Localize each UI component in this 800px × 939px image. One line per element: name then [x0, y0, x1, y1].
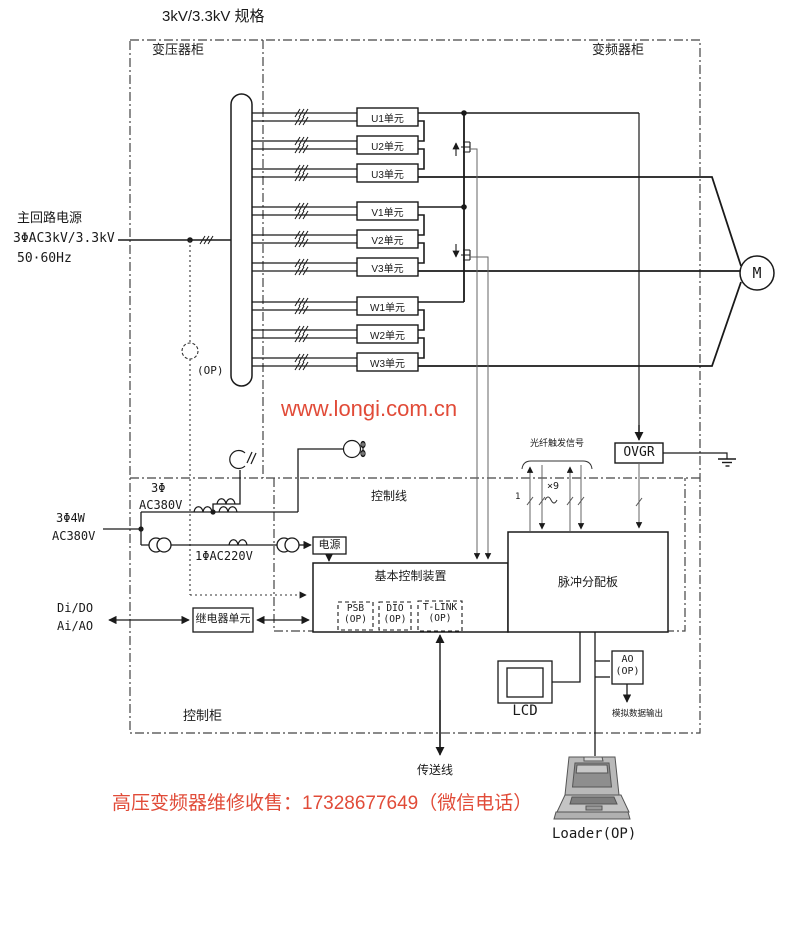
motor-label: M: [752, 263, 762, 282]
watermark: www.longi.com.cn: [281, 396, 458, 421]
ground-symbol: [718, 458, 736, 467]
motor-symbol: [739, 255, 775, 291]
unit-w1: W1单元: [370, 302, 405, 314]
psb-option: PSB(OP): [344, 603, 367, 625]
lcd-label: LCD: [512, 703, 538, 720]
ovgr-label: OVGR: [623, 444, 655, 460]
dio-option: DIO(OP): [383, 603, 407, 625]
di-do-label: Di/DO: [57, 601, 94, 615]
control-cabinet-label: 控制柜: [183, 708, 223, 723]
relay-unit-label: 继电器单元: [195, 613, 251, 626]
main-power-rating: 3ΦAC3kV/3.3kV: [13, 231, 115, 246]
ovgr-branch: [614, 113, 736, 529]
transfer-line-label: 传送线: [417, 763, 454, 777]
transformer-cabinet-label: 变压器柜: [152, 42, 205, 57]
phase3-label: 3Φ: [151, 481, 166, 495]
fiber-signal-label: 光纤触发信号: [530, 438, 585, 448]
main-power-frequency: 50·60Hz: [17, 251, 72, 266]
inverter-cabinet-label: 变频器柜: [592, 42, 645, 57]
control-power-circuit: [103, 439, 366, 562]
feeder-bundle-marks: [294, 108, 309, 371]
footer-ad: 高压变频器维修收售：17328677649（微信电话）: [112, 793, 533, 814]
unit-w2: W2单元: [370, 330, 405, 342]
unit-u1: U1单元: [371, 113, 404, 125]
lcd-symbol: [497, 660, 553, 704]
power-supply-label: 电源: [318, 538, 341, 551]
peripheral-wiring: [497, 632, 644, 756]
ao-option: AO(OP): [615, 654, 640, 677]
unit-v3: V3单元: [371, 263, 404, 275]
op-option-branch: [181, 240, 307, 599]
fiber-count: ×9: [547, 481, 560, 492]
incoming-ac380v-label: AC380V: [52, 529, 96, 543]
unit-cell-boxes: [356, 107, 419, 372]
current-sensors: [452, 141, 492, 560]
fiber-first: 1: [515, 492, 521, 502]
ai-ao-label: Ai/AO: [57, 619, 94, 633]
ao-box: [611, 650, 644, 685]
relay-io: [108, 607, 310, 633]
unit-u3: U3单元: [371, 169, 404, 181]
unit-v2: V2单元: [371, 235, 404, 247]
analog-output-label: 模拟数据输出: [612, 708, 664, 718]
relay-unit-box: [192, 607, 254, 633]
control-boards: [312, 531, 669, 633]
pulse-board-box: [507, 531, 669, 633]
ac380v-label: AC380V: [139, 498, 183, 512]
unit-v1: V1单元: [371, 207, 404, 219]
pulse-board-label: 脉冲分配板: [557, 574, 618, 589]
ac220v-label: 1ΦAC220V: [195, 549, 253, 563]
basic-control-label: 基本控制装置: [374, 568, 447, 583]
unit-w3: W3单元: [370, 358, 405, 370]
incoming-3p4w-label: 3Φ4W: [56, 511, 85, 525]
transformer-op-label: (OP): [197, 364, 224, 377]
cell-chain-wiring: [418, 110, 742, 367]
fiber-optic-signals: [521, 460, 593, 531]
loader-label: Loader(OP): [552, 826, 637, 842]
loader-laptop: [553, 756, 631, 820]
control-line-label: 控制线: [371, 489, 408, 503]
tlink-option: T-LINK(OP): [422, 602, 458, 624]
secondary-feeders: [252, 108, 357, 371]
main-power-title: 主回路电源: [17, 210, 83, 225]
phase-shift-transformer: [118, 93, 253, 387]
fan-symbol: [342, 439, 366, 459]
heater-symbol: [229, 449, 257, 470]
unit-u2: U2单元: [371, 141, 404, 153]
diagram-title: 3kV/3.3kV 规格: [162, 8, 265, 25]
